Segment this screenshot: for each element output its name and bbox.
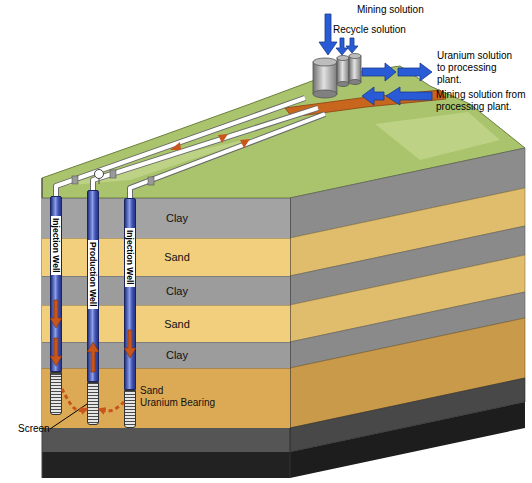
recycle-tank	[349, 80, 361, 85]
clay-layer: Clay	[42, 198, 290, 238]
return-arrow	[362, 87, 384, 105]
down-flow-arrow	[124, 330, 136, 358]
screen-label: Screen	[18, 423, 50, 435]
bedrock-side	[290, 402, 525, 478]
clay-layer: Clay	[42, 342, 290, 368]
well-name: Production Well	[88, 240, 98, 309]
well-name: Injection Well	[51, 216, 61, 275]
production-well: Production Well	[87, 190, 99, 425]
down-flow-arrow	[50, 338, 62, 366]
bedrock-front	[42, 428, 290, 452]
injection-well: Injection Well	[50, 196, 62, 415]
return-arrow	[386, 87, 432, 105]
solution-tank	[313, 62, 337, 94]
well-screen	[50, 372, 62, 415]
solution-tank	[313, 58, 337, 66]
well-screen	[87, 382, 99, 425]
sand-layer: Sand	[42, 305, 290, 342]
sand-layer: Sand	[42, 238, 290, 276]
layer-name: Sand	[164, 318, 190, 331]
flow-arrowhead	[170, 142, 181, 150]
layer-name: Clay	[166, 349, 188, 362]
output-arrow	[398, 63, 432, 81]
flow-arrowhead	[240, 139, 250, 148]
layer-name: Uranium Bearing	[140, 397, 215, 409]
layer-name: Clay	[166, 212, 188, 225]
recycle-tank	[337, 82, 349, 87]
flow-connector	[99, 402, 124, 411]
recycle-tank	[337, 56, 349, 61]
well-pipe	[124, 198, 136, 390]
recycle-arrow	[346, 38, 358, 53]
output-arrow	[362, 63, 396, 81]
pressure-gauge	[95, 170, 104, 179]
well-screen	[124, 390, 136, 428]
recycle-label: Recycle solution	[333, 24, 406, 36]
pipe-valve	[148, 177, 154, 185]
injection-well: Injection Well	[124, 198, 136, 428]
well-name: Injection Well	[125, 228, 135, 287]
layer-name: Sand	[140, 385, 163, 397]
flow-connector	[62, 389, 87, 411]
down-flow-arrow	[50, 300, 62, 328]
pipe-valve	[110, 170, 116, 178]
pipe-outline	[130, 114, 325, 198]
surface-pipe	[93, 108, 318, 190]
flow-arrowhead	[218, 134, 228, 143]
layer-name: Clay	[166, 285, 188, 298]
up-flow-arrow	[87, 342, 99, 372]
return-label: Mining solution from processing plant.	[436, 89, 530, 113]
clay-layer: Clay	[42, 276, 290, 305]
bedrock-front	[42, 452, 290, 478]
pipe-valve	[72, 176, 78, 184]
surface-pipe	[130, 114, 325, 198]
recycle-tank	[337, 58, 349, 84]
recycle-tank	[349, 56, 361, 82]
grass-patch	[375, 112, 500, 160]
layer-name: Sand	[164, 251, 190, 264]
recycle-tank	[349, 54, 361, 59]
solution-tank	[313, 90, 337, 98]
ore-sand-layer: SandUranium Bearing	[42, 368, 290, 428]
leader-line	[50, 404, 87, 429]
output-label: Uranium solution to processing plant.	[437, 50, 519, 86]
pipe-outline	[93, 108, 318, 190]
input-label: Mining solution	[357, 4, 424, 16]
